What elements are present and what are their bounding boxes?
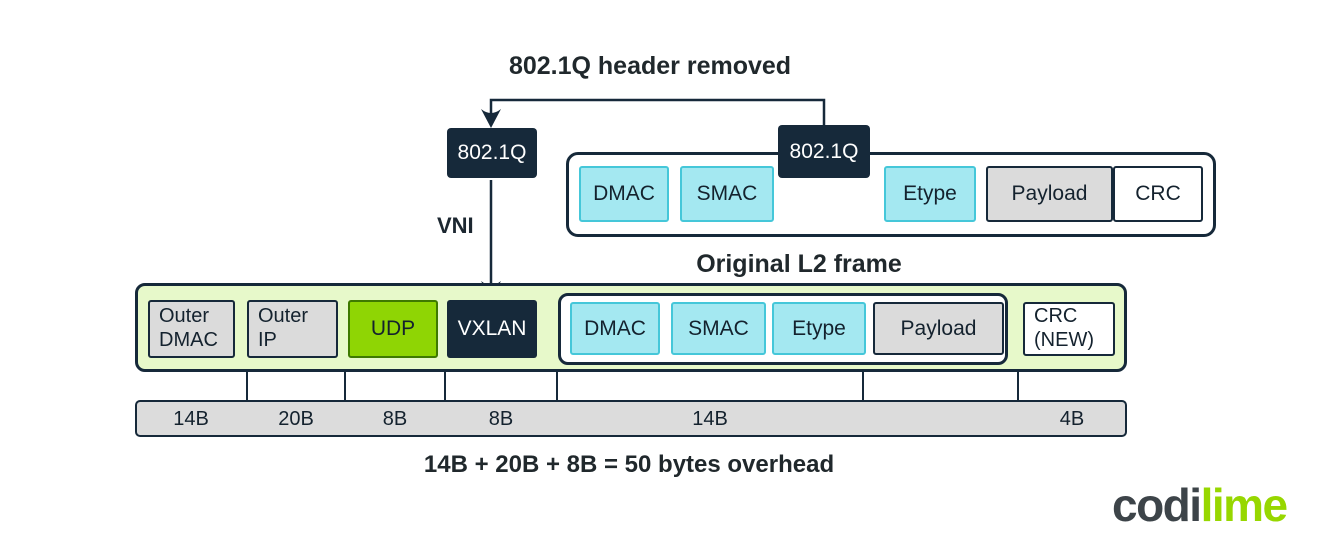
field-vxlan: VXLAN <box>447 300 537 358</box>
field-etype-inner: Etype <box>772 302 866 355</box>
logo-part-lime: lime <box>1200 479 1289 531</box>
overhead-summary: 14B + 20B + 8B = 50 bytes overhead <box>423 451 835 478</box>
vni-label: VNI <box>437 213 474 238</box>
codilime-logo: codilime <box>1112 478 1289 532</box>
vni-arrow <box>481 180 501 300</box>
dot1q-in-frame-tag: 802.1Q <box>778 125 870 178</box>
size-label-outer-ip: 20B <box>278 408 314 430</box>
size-label-udp: 8B <box>382 408 408 430</box>
field-crc-original: CRC <box>1113 166 1203 222</box>
outer-ip-line1: Outer <box>258 305 309 328</box>
field-dmac-original: DMAC <box>579 166 669 222</box>
field-payload-original: Payload <box>986 166 1113 222</box>
header-removed-arrow <box>481 98 826 128</box>
field-crc-new: CRC (NEW) <box>1023 302 1115 356</box>
field-etype-original: Etype <box>884 166 976 222</box>
field-outer-ip: Outer IP <box>247 300 338 358</box>
size-label-l2-header: 14B <box>692 408 728 430</box>
size-label-crc: 4B <box>1059 408 1085 430</box>
field-smac-inner: SMAC <box>671 302 766 355</box>
size-label-vxlan: 8B <box>488 408 514 430</box>
field-outer-dmac: Outer DMAC <box>148 300 235 358</box>
original-l2-frame-label: Original L2 frame <box>696 250 902 278</box>
crc-new-line2: (NEW) <box>1034 329 1094 351</box>
logo-part-codi: codi <box>1112 479 1202 531</box>
field-payload-inner: Payload <box>873 302 1004 355</box>
outer-ip-line2: IP <box>258 329 277 351</box>
size-ticks <box>246 371 1019 401</box>
size-label-outer-dmac: 14B <box>173 408 209 430</box>
crc-new-line1: CRC <box>1034 305 1078 328</box>
diagram-title: 802.1Q header removed <box>508 52 792 80</box>
size-bar <box>135 400 1127 437</box>
field-smac-original: SMAC <box>680 166 774 222</box>
outer-dmac-line2: DMAC <box>159 329 218 351</box>
field-dmac-inner: DMAC <box>570 302 660 355</box>
dot1q-removed-tag: 802.1Q <box>447 128 537 178</box>
outer-dmac-line1: Outer <box>159 305 210 328</box>
field-udp: UDP <box>348 300 438 358</box>
